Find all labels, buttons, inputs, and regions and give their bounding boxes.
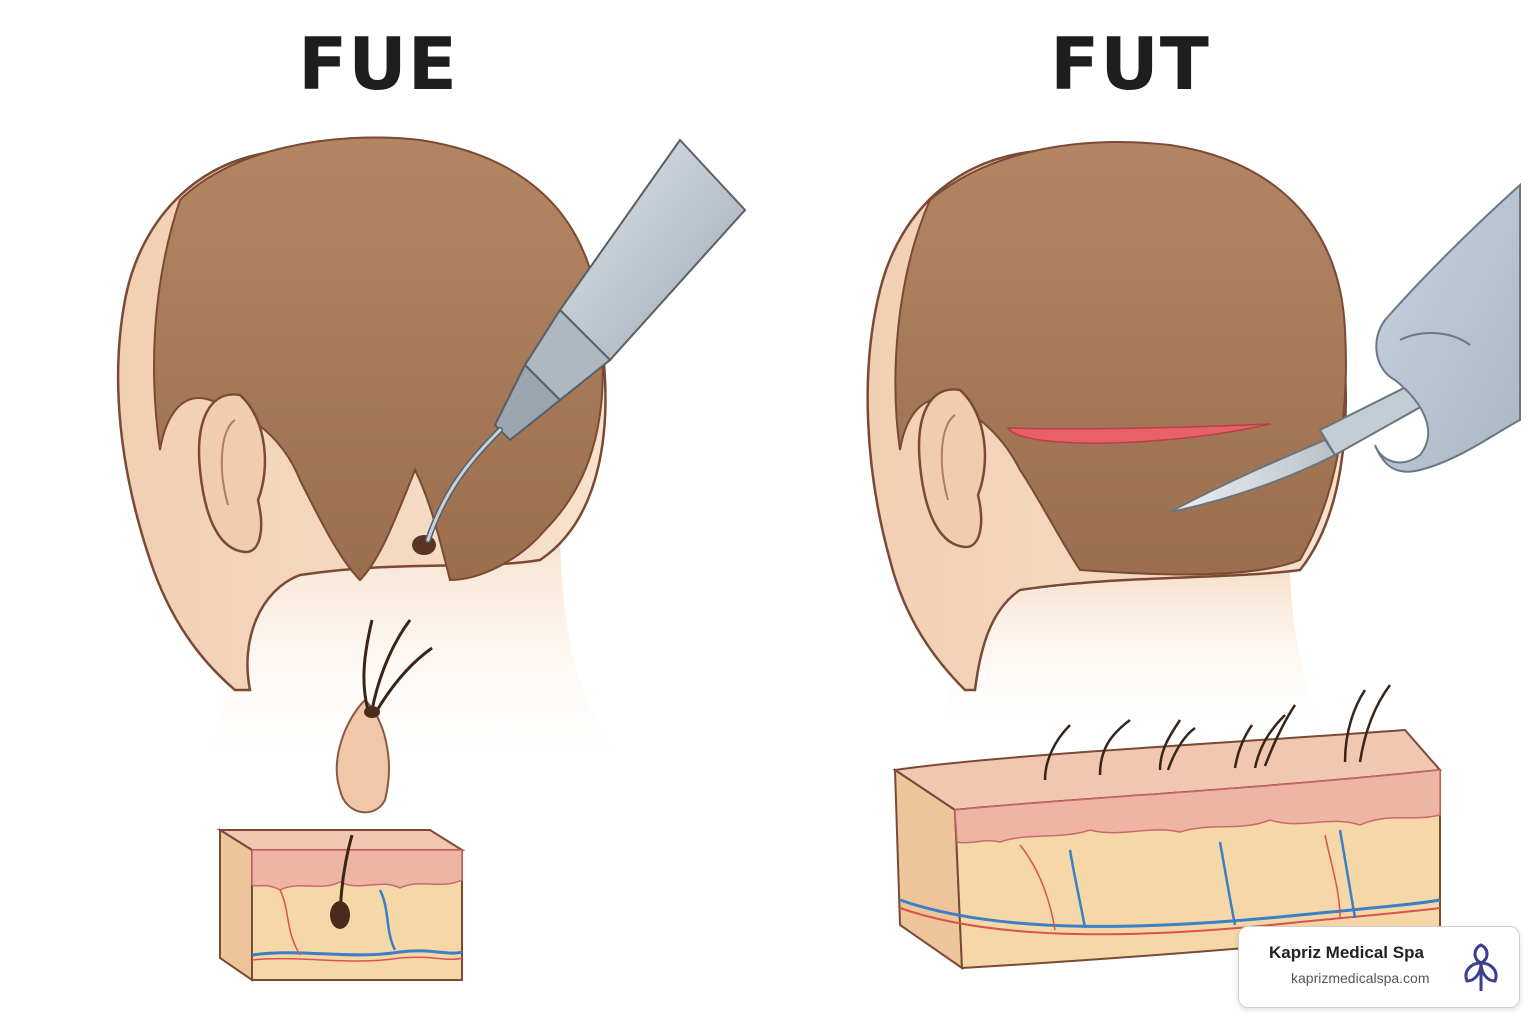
fut-ear bbox=[917, 388, 987, 549]
fue-skin-cross-section bbox=[216, 828, 466, 982]
fue-neck bbox=[190, 520, 640, 780]
fut-strip-hairs bbox=[1043, 684, 1392, 781]
kapriz-flower-logo-icon bbox=[1464, 943, 1498, 991]
fue-hair bbox=[153, 136, 604, 582]
brand-url[interactable]: kaprizmedicalspa.com bbox=[1291, 970, 1430, 986]
fut-skin-strip-cross-section bbox=[892, 684, 1443, 970]
fue-punch-tool-illustration bbox=[425, 138, 747, 543]
brand-name: Kapriz Medical Spa bbox=[1269, 943, 1424, 962]
fue-head-illustration bbox=[116, 136, 640, 780]
fut-neck bbox=[930, 560, 1330, 740]
fut-ear-inner bbox=[940, 414, 956, 501]
fue-ear-inner bbox=[220, 419, 236, 506]
fut-strip-incision bbox=[1006, 423, 1271, 444]
fue-panel-title: FUE bbox=[298, 22, 458, 106]
fut-gloved-hand bbox=[1374, 182, 1521, 473]
brand-card: Kapriz Medical Spa kaprizmedicalspa.com bbox=[1238, 926, 1520, 1008]
fue-extracted-graft bbox=[335, 619, 433, 814]
fut-head-illustration bbox=[866, 141, 1347, 740]
fue-extraction-site bbox=[412, 535, 436, 555]
fut-hair bbox=[894, 141, 1347, 576]
fut-panel-title: FUT bbox=[1050, 22, 1210, 106]
fue-ear bbox=[197, 393, 267, 554]
